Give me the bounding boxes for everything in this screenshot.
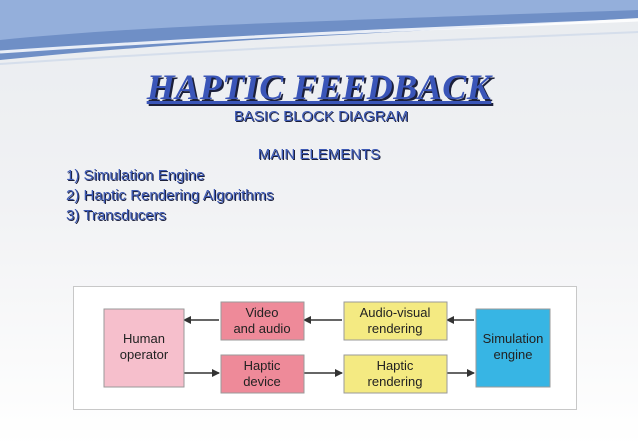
list-item: 3) Transducers [66, 207, 167, 224]
haptic-rendering-block [343, 354, 448, 394]
slide-subtitle: BASIC BLOCK DIAGRAM [233, 108, 409, 125]
audio-visual-rendering-label-1: Audio-visual [360, 305, 431, 320]
audio-visual-rendering-label-2: rendering [368, 321, 423, 336]
haptic-device-label-2: device [243, 374, 281, 389]
slide-title: HAPTIC FEEDBACK [146, 67, 492, 107]
main-elements-heading: MAIN ELEMENTS [257, 146, 381, 163]
haptic-rendering-label-1: Haptic [377, 358, 414, 373]
video-audio-label-2: and audio [233, 321, 290, 336]
block-diagram-svg: Human operator Video and audio Haptic de… [103, 301, 551, 394]
block-diagram: Human operator Video and audio Haptic de… [73, 286, 577, 410]
simulation-engine-block [475, 308, 551, 388]
list-item: 1) Simulation Engine [66, 167, 205, 184]
haptic-rendering-label-2: rendering [368, 374, 423, 389]
haptic-device-block [220, 354, 305, 394]
haptic-device-label-1: Haptic [244, 358, 281, 373]
video-audio-block [220, 301, 305, 341]
human-operator-label-2: operator [120, 347, 169, 362]
elements-list: 1) Simulation Engine 2) Haptic Rendering… [66, 166, 274, 226]
simulation-engine-label-1: Simulation [483, 331, 544, 346]
video-audio-label-1: Video [245, 305, 278, 320]
simulation-engine-label-2: engine [493, 347, 532, 362]
list-item: 2) Haptic Rendering Algorithms [66, 187, 274, 204]
decorative-header-band [0, 0, 638, 65]
audio-visual-rendering-block [343, 301, 448, 341]
human-operator-label-1: Human [123, 331, 165, 346]
human-operator-block [103, 308, 185, 388]
